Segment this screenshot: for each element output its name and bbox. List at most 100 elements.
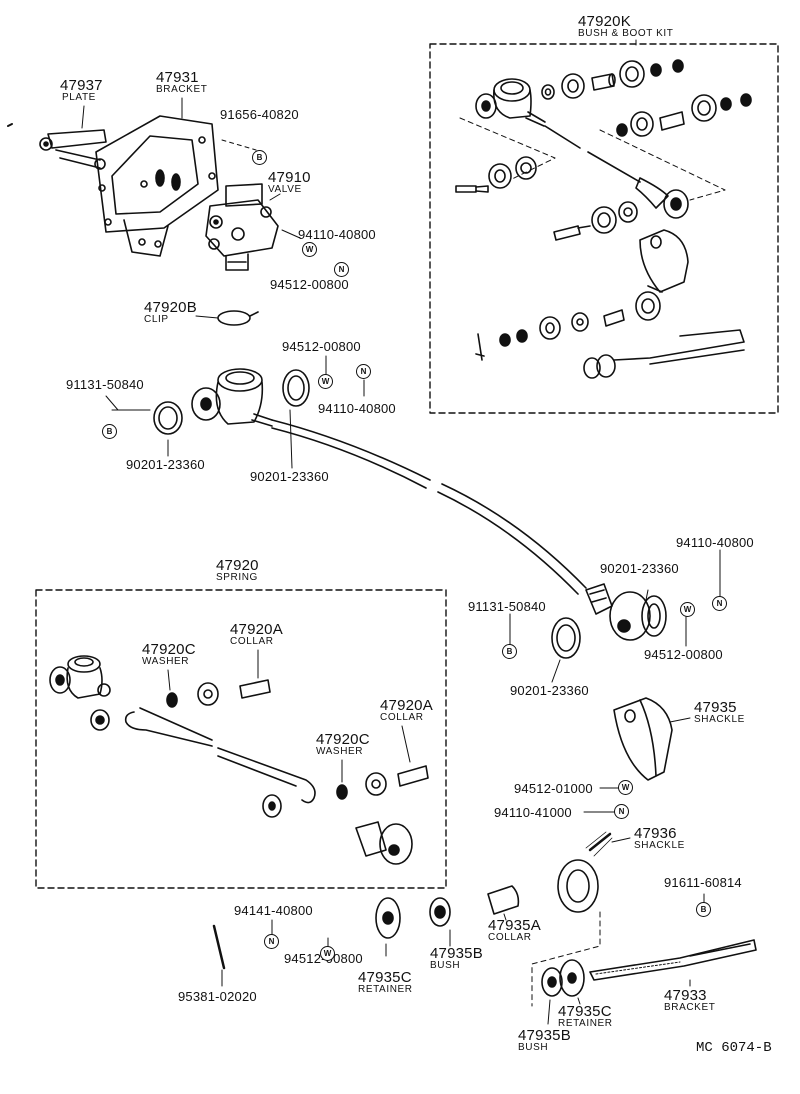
nut-symbol-icon: N [264, 934, 279, 949]
part-name: WASHER [142, 656, 190, 667]
plate-47937 [39, 129, 107, 170]
nut-symbol-icon: N [712, 596, 727, 611]
label-47935C-lower: 47935C RETAINER [558, 1004, 613, 1029]
label-94110-40800-c: 94110-40800 [676, 535, 754, 550]
label-47910: 47910 VALVE [268, 170, 311, 195]
spring-bush-a [197, 682, 219, 706]
label-47920: 47920 SPRING [216, 558, 259, 583]
spring-washer-a [166, 692, 178, 708]
spring-collar-b [397, 765, 429, 787]
part-number: 47935C [358, 969, 412, 986]
label-94110-41000: 94110-41000 [494, 805, 572, 820]
washer-symbol-icon: W [320, 946, 335, 961]
nut-symbol-icon: N [334, 262, 349, 277]
spring-bush-b [365, 772, 387, 796]
part-number: 47935A [488, 917, 541, 934]
label-47933: 47933 BRACKET [664, 988, 715, 1013]
drawing-code: MC 6074-B [696, 1040, 772, 1056]
gasket-90201-right [551, 617, 581, 659]
kit-bolts-and-bushes [455, 156, 638, 241]
label-94110-40800-a: 94110-40800 [298, 227, 376, 242]
bush-47935B-upper [429, 897, 451, 927]
spring-rod [124, 707, 316, 804]
part-number: 47920B [144, 299, 197, 316]
bolt-symbol-icon: B [696, 902, 711, 917]
part-name: BUSH [518, 1042, 549, 1053]
label-47931: 47931 BRACKET [156, 70, 207, 95]
label-94512-00800-c: 94512-00800 [644, 647, 723, 662]
label-90201-23360-c: 90201-23360 [600, 561, 679, 576]
spring-kit-box [35, 589, 447, 889]
washer-symbol-icon: W [302, 242, 317, 257]
kit-bottom-row [475, 309, 745, 379]
spring-boot-end [355, 821, 413, 865]
label-94512-01000: 94512-01000 [514, 781, 593, 796]
part-name: BRACKET [156, 84, 208, 95]
label-47920C-b: 47920C WASHER [316, 732, 370, 757]
spring-collar-a [239, 679, 271, 699]
label-94512-00800-a: 94512-00800 [270, 277, 349, 292]
label-47935B-upper: 47935B BUSH [430, 946, 483, 971]
bolt-symbol-icon: B [502, 644, 517, 659]
label-94110-40800-b: 94110-40800 [318, 401, 396, 416]
label-91611-60814: 91611-60814 [664, 875, 742, 890]
part-number: 47910 [268, 169, 311, 186]
part-name: SHACKLE [694, 714, 745, 725]
label-91131-50840-a: 91131-50840 [66, 377, 144, 392]
bolt-symbol-icon: B [252, 150, 267, 165]
part-number: 47935B [430, 945, 483, 962]
label-94141-40800: 94141-40800 [234, 903, 313, 918]
spring-washer-b [336, 784, 348, 800]
label-47920B: 47920B CLIP [144, 300, 197, 325]
leader-lines [7, 97, 721, 1025]
label-47935A: 47935A COLLAR [488, 918, 541, 943]
spring-bush-c [262, 794, 282, 818]
collar-47935A [487, 885, 520, 915]
shackle-47935 [613, 697, 673, 781]
label-91131-50840-b: 91131-50840 [468, 599, 546, 614]
bracket-47933 [589, 939, 757, 981]
part-name: COLLAR [488, 932, 532, 943]
part-number: 47920A [380, 697, 433, 714]
gasket-90201-left [153, 401, 183, 435]
lower-assembly-dashed [531, 911, 601, 1007]
retainer-47935C-upper [375, 897, 401, 939]
part-number: 47937 [60, 77, 103, 94]
valve-47910 [205, 183, 279, 271]
washer-symbol-icon: W [618, 780, 633, 795]
part-name: COLLAR [230, 636, 274, 647]
bush-47935B-lower [541, 967, 563, 997]
part-number: 47935 [694, 699, 737, 716]
label-47920A-a: 47920A COLLAR [230, 622, 283, 647]
gasket-90201-center [282, 369, 310, 407]
washer-symbol-icon: W [680, 602, 695, 617]
part-number: 47933 [664, 987, 707, 1004]
spring-bush-left [90, 709, 110, 731]
main-cable-boot-end [585, 583, 667, 641]
part-name: VALVE [268, 184, 302, 195]
label-91656-40820: 91656-40820 [220, 107, 299, 122]
kit-cable-and-boot [544, 125, 689, 219]
washer-symbol-icon: W [318, 374, 333, 389]
label-95381-02020: 95381-02020 [178, 989, 257, 1004]
label-47920K: 47920K BUSH & BOOT KIT [578, 14, 674, 39]
bracket-47931 [95, 115, 219, 257]
rod-95381 [212, 924, 226, 970]
label-90201-23360-d: 90201-23360 [510, 683, 589, 698]
label-90201-23360-b: 90201-23360 [250, 469, 329, 484]
spring-valve-body [49, 655, 111, 699]
part-number: 47920C [316, 731, 370, 748]
main-valve-body [191, 368, 273, 427]
nut-symbol-icon: N [614, 804, 629, 819]
part-name: BRACKET [664, 1002, 716, 1013]
part-number: 47931 [156, 69, 199, 86]
bolt-symbol-icon: B [102, 424, 117, 439]
nut-symbol-icon: N [356, 364, 371, 379]
part-name: CLIP [144, 314, 169, 325]
label-94512-00800-b: 94512-00800 [282, 339, 361, 354]
kit-shackle [635, 229, 689, 321]
label-47920A-b: 47920A COLLAR [380, 698, 433, 723]
part-number: 47935B [518, 1027, 571, 1044]
part-number: 47920K [578, 13, 631, 30]
